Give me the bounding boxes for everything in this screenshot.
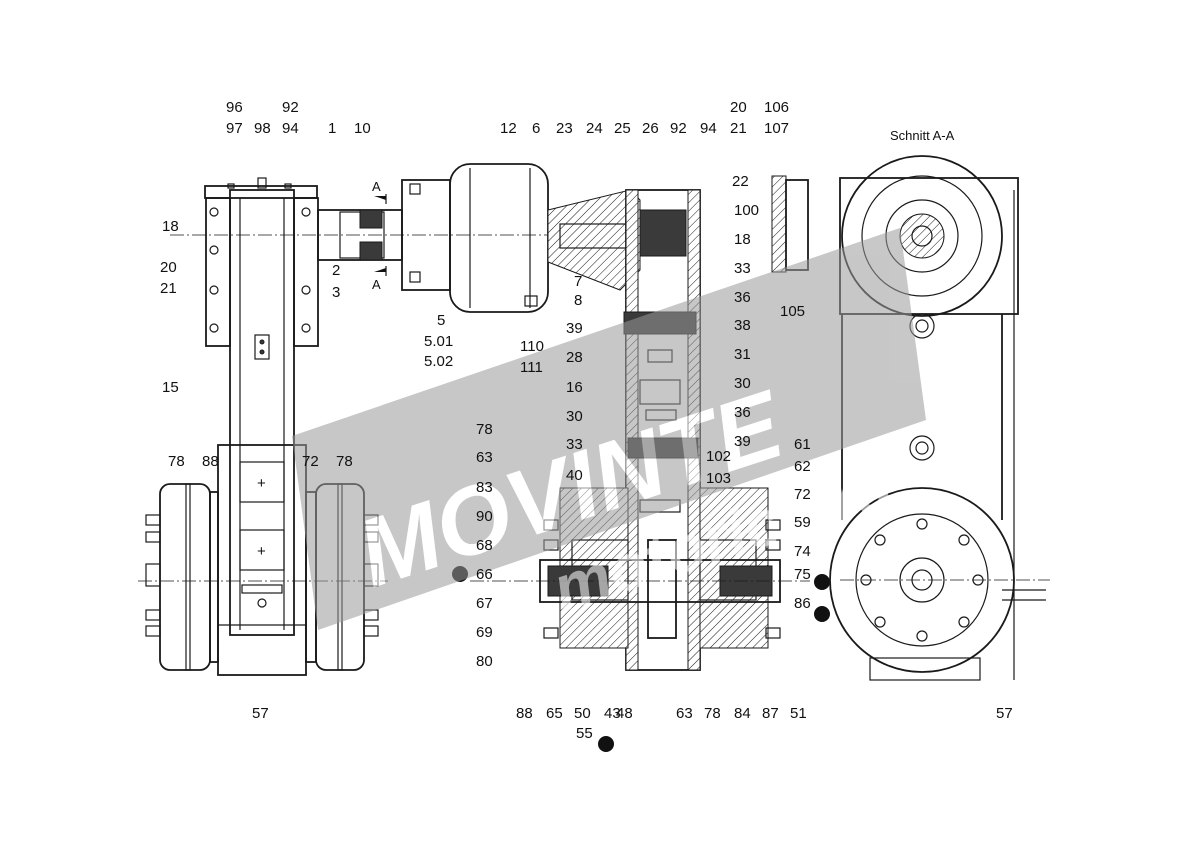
callout-label-bottom_center-15: 74 — [794, 543, 811, 560]
callout-label-top_center-12: 18 — [734, 231, 751, 248]
callout-label-bottom_center-20: 50 — [574, 705, 591, 722]
callout-label-top_center-1: 6 — [532, 120, 540, 137]
callout-label-bottom_center-18: 88 — [516, 705, 533, 722]
callout-label-top_center-4: 25 — [614, 120, 631, 137]
callout-label-left-4: 94 — [282, 120, 299, 137]
callout-label-top_center-16: 31 — [734, 346, 751, 363]
callout-label-left-17: 57 — [252, 705, 269, 722]
callout-label-left-14: 88 — [202, 453, 219, 470]
callout-label-left-1: 97 — [226, 120, 243, 137]
callout-label-left-15: 72 — [302, 453, 319, 470]
callout-label-bottom_center-26: 84 — [734, 705, 751, 722]
callout-label-bottom_center-24: 63 — [676, 705, 693, 722]
callout-label-bottom_center-25: 78 — [704, 705, 721, 722]
right-section-view — [771, 155, 1050, 681]
callout-label-top_center-20: 30 — [566, 408, 583, 425]
callout-label-left-2: 98 — [254, 120, 271, 137]
svg-text:+: + — [257, 475, 266, 492]
callout-label-left-5: 1 — [328, 120, 336, 137]
callout-label-top_center-24: 40 — [566, 467, 583, 484]
callout-label-bottom_center-4: 68 — [476, 537, 493, 554]
callout-label-top_center-22: 36 — [734, 404, 751, 421]
marker-dot — [814, 606, 830, 622]
callout-label-top_center-0: 12 — [500, 120, 517, 137]
callout-label-bottom_center-28: 51 — [790, 705, 807, 722]
callout-label-bottom_center-13: 72 — [794, 486, 811, 503]
callout-label-right-1: 107 — [764, 120, 789, 137]
section-title: Schnitt A-A — [890, 128, 955, 143]
callout-label-top_center-21: 33 — [566, 436, 583, 453]
callout-label-bottom_center-19: 65 — [546, 705, 563, 722]
callout-label-top_center-28: 5.02 — [424, 353, 453, 370]
callout-label-bottom_center-16: 75 — [794, 566, 811, 583]
callout-label-bottom_center-22: 55 — [576, 725, 593, 742]
callout-label-bottom_center-6: 67 — [476, 595, 493, 612]
callout-label-bottom_center-2: 83 — [476, 479, 493, 496]
callout-label-bottom_center-8: 80 — [476, 653, 493, 670]
callout-label-left-12: 15 — [162, 379, 179, 396]
callout-label-left-10: 2 — [332, 262, 340, 279]
callout-label-bottom_center-10: 103 — [706, 470, 731, 487]
callout-label-top_center-30: 111 — [520, 359, 543, 376]
callout-label-top_center-26: 5 — [437, 312, 445, 329]
callout-label-top_center-14: 36 — [734, 289, 751, 306]
callout-label-left-0: 96 — [226, 99, 243, 116]
callout-label-left-6: 10 — [354, 120, 371, 137]
marker-dot — [814, 574, 830, 590]
callout-label-left-9: 21 — [160, 280, 177, 297]
callout-label-top_center-15: 38 — [734, 317, 751, 334]
callout-label-top_center-5: 26 — [642, 120, 659, 137]
callout-label-top_center-27: 5.01 — [424, 333, 453, 350]
callout-label-top_center-11: 100 — [734, 202, 759, 219]
callout-label-top_center-18: 28 — [566, 349, 583, 366]
svg-text:+: + — [257, 543, 266, 560]
callout-label-bottom_center-27: 87 — [762, 705, 779, 722]
callout-label-bottom_center-12: 62 — [794, 458, 811, 475]
callout-label-bottom_center-7: 69 — [476, 624, 493, 641]
callout-label-left-16: 78 — [336, 453, 353, 470]
callout-label-right-2: 105 — [780, 303, 805, 320]
callout-label-top_center-29: 110 — [520, 338, 544, 355]
callout-label-top_center-2: 23 — [556, 120, 573, 137]
callout-label-bottom_center-11: 61 — [794, 436, 811, 453]
callout-label-top_center-17: 30 — [734, 375, 751, 392]
callout-label-bottom_center-1: 63 — [476, 449, 493, 466]
marker-dot — [598, 736, 614, 752]
callout-label-right-0: 106 — [764, 99, 789, 116]
callout-label-top_center-7: 94 — [700, 120, 717, 137]
callout-label-bottom_center-5: 66 — [476, 566, 493, 583]
callout-label-bottom_center-17: 86 — [794, 595, 811, 612]
callout-label-bottom_center-3: 90 — [476, 508, 493, 525]
callout-label-top_center-9: 21 — [730, 120, 747, 137]
callout-label-top_center-3: 24 — [586, 120, 603, 137]
callout-label-left-11: 3 — [332, 284, 340, 301]
section-marker-top: A — [372, 179, 381, 194]
section-marker-bottom: A — [372, 277, 381, 292]
callout-label-top_center-25: 39 — [566, 320, 583, 337]
callout-label-bottom_center-21: 43 — [604, 705, 621, 722]
callout-label-top_center-13: 33 — [734, 260, 751, 277]
callout-label-top_center-19: 16 — [566, 379, 583, 396]
callout-label-bottom_center-14: 59 — [794, 514, 811, 531]
callout-label-left-3: 92 — [282, 99, 299, 116]
callout-label-top_center-8: 20 — [730, 99, 747, 116]
watermark: MOVINTE motorica.ru — [292, 228, 926, 630]
watermark-band — [292, 228, 926, 630]
callout-label-top_center-31: 7 — [574, 273, 582, 290]
callout-label-top_center-10: 22 — [732, 173, 749, 190]
callout-label-top_center-32: 8 — [574, 292, 582, 309]
callout-label-bottom_center-0: 78 — [476, 421, 493, 438]
callout-label-left-13: 78 — [168, 453, 185, 470]
callout-label-bottom_center-23: 48 — [616, 705, 633, 722]
callout-label-left-7: 18 — [162, 218, 179, 235]
callout-label-bottom_center-9: 102 — [706, 448, 731, 465]
callout-label-top_center-6: 92 — [670, 120, 687, 137]
callout-label-left-8: 20 — [160, 259, 177, 276]
callout-label-top_center-23: 39 — [734, 433, 751, 450]
callout-label-right-3: 57 — [996, 705, 1013, 722]
